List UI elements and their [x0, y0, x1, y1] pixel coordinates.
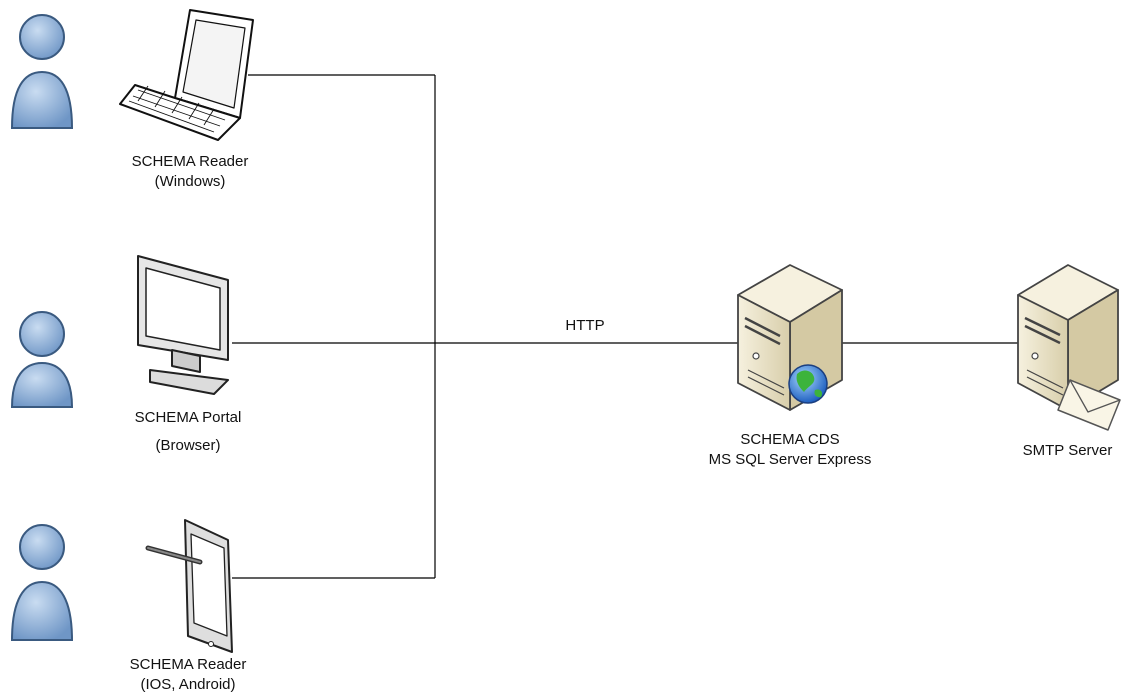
reader-windows-label: SCHEMA Reader (Windows) [110, 152, 270, 192]
user-icon [10, 524, 74, 641]
monitor-icon [137, 255, 229, 395]
smtp-server-label: SMTP Server [1022, 442, 1113, 459]
portal-platform: (Browser) [155, 437, 221, 454]
globe-icon [788, 364, 828, 404]
laptop-icon [119, 9, 254, 141]
reader-windows-platform: (Windows) [154, 173, 226, 190]
http-label: HTTP [565, 317, 605, 334]
reader-mobile-label: SCHEMA Reader (IOS, Android) [103, 655, 273, 695]
envelope-icon [1057, 379, 1121, 431]
reader-windows-title: SCHEMA Reader [131, 153, 249, 170]
web-server-icon [737, 264, 843, 411]
user-icon [10, 14, 74, 129]
cds-server-label: SCHEMA CDS MS SQL Server Express [670, 430, 910, 470]
user-icon [10, 311, 74, 408]
connection-lines [232, 74, 1018, 579]
portal-browser-label: SCHEMA Portal (Browser) [103, 404, 273, 460]
portal-title: SCHEMA Portal [134, 409, 242, 426]
mail-server-icon [1017, 264, 1121, 431]
reader-mobile-platform: (IOS, Android) [140, 676, 236, 693]
reader-mobile-title: SCHEMA Reader [129, 656, 247, 673]
cds-title: SCHEMA CDS [740, 431, 840, 448]
cds-database: MS SQL Server Express [708, 451, 872, 468]
tablet-icon [145, 519, 233, 653]
